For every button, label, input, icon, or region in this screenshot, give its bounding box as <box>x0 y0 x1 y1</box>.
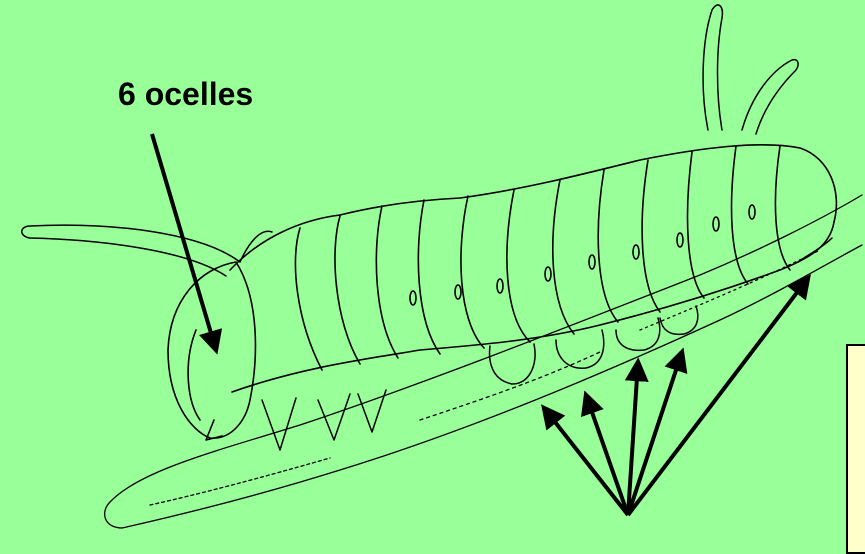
caterpillar-head <box>168 262 255 440</box>
head-horn <box>22 225 272 276</box>
arrow-to-proleg-5 <box>628 278 808 515</box>
branch <box>105 195 862 528</box>
arrow-to-proleg-1 <box>544 408 628 515</box>
note-box <box>846 344 865 554</box>
arrow-to-ocelles <box>152 134 216 350</box>
thoracic-legs <box>262 390 386 450</box>
arrow-to-proleg-2 <box>586 395 628 515</box>
ocelles-label: 6 ocelles <box>118 76 253 113</box>
caterpillar-body <box>230 145 836 392</box>
rear-horns <box>703 5 798 134</box>
